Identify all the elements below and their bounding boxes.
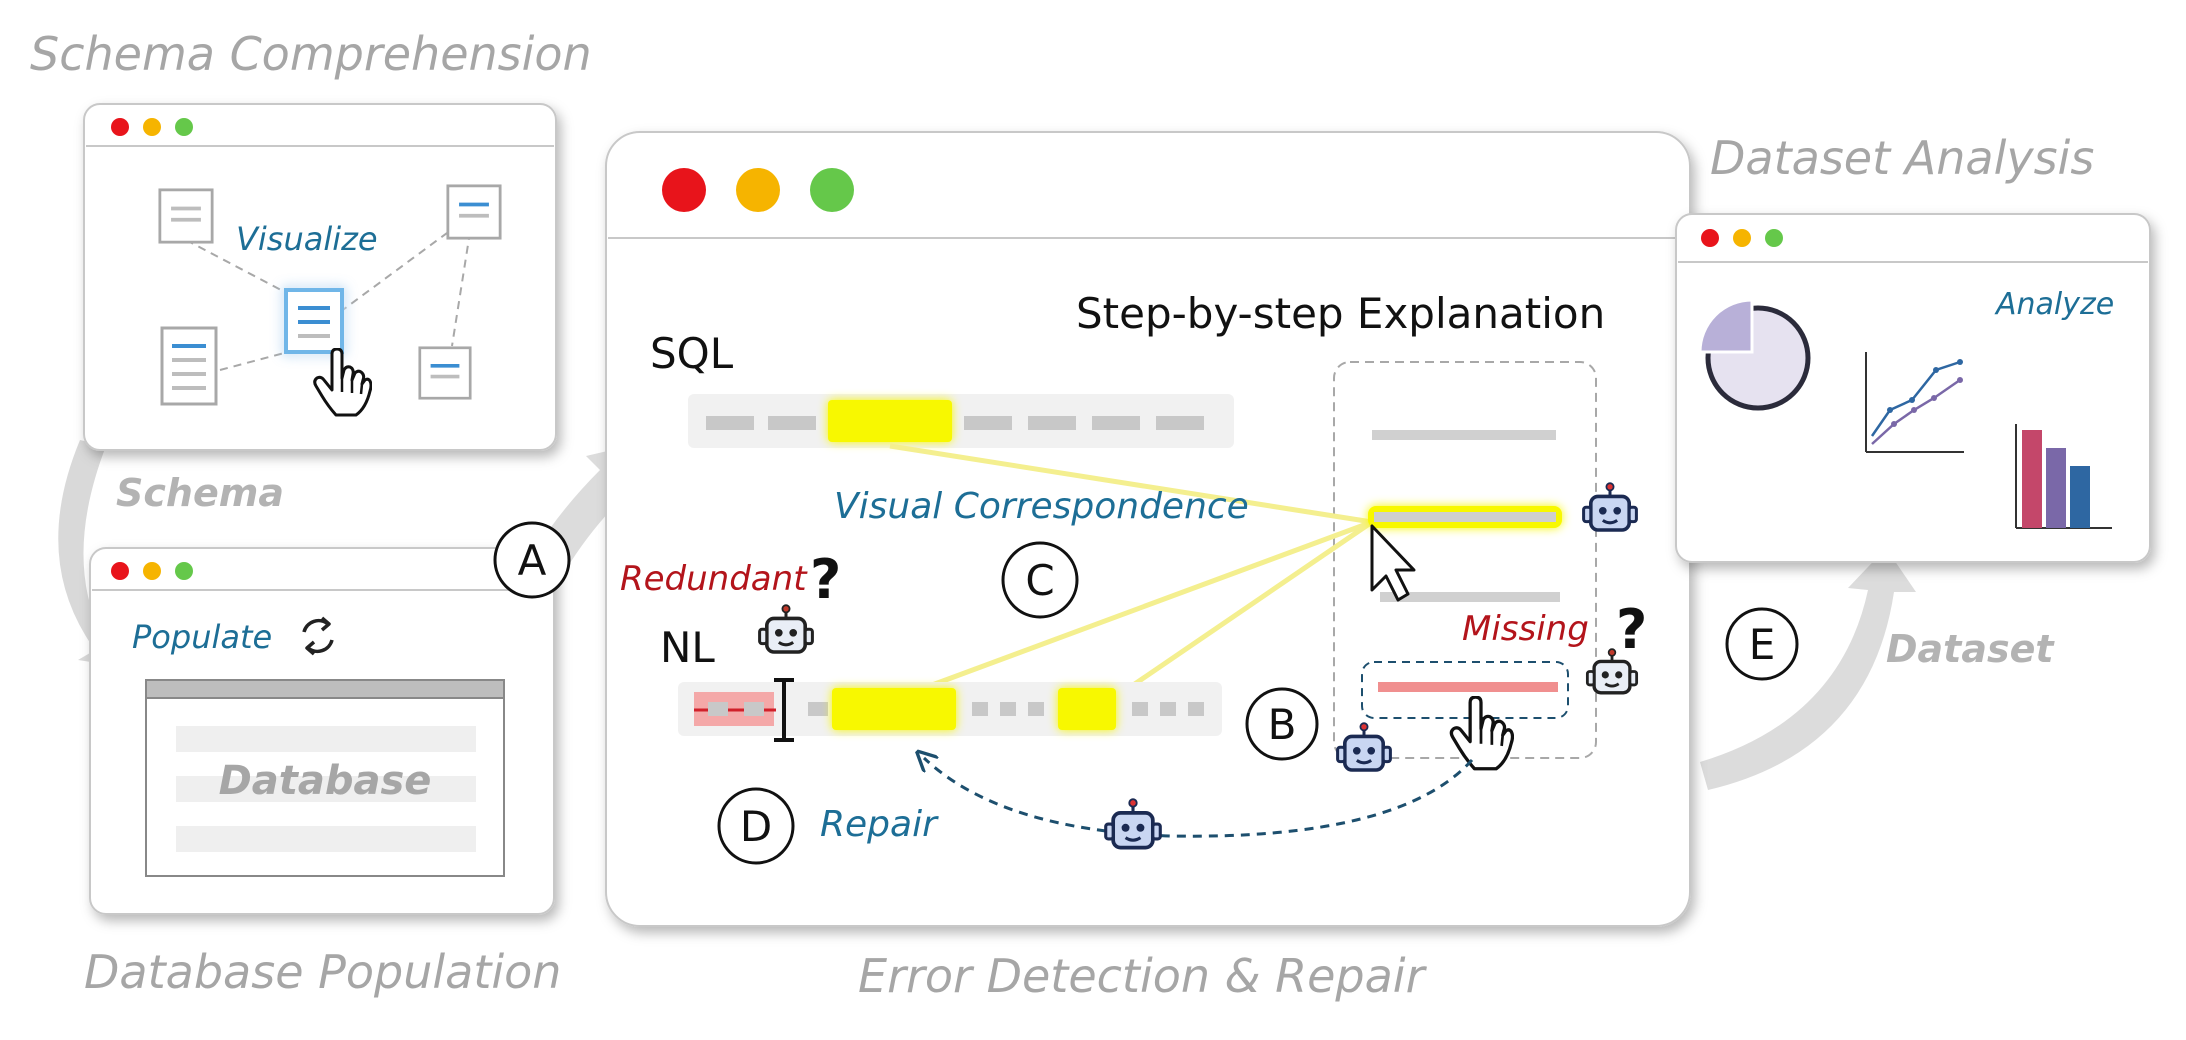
correspondence-lines bbox=[889, 443, 1374, 693]
window-minimize-dot bbox=[143, 562, 161, 580]
repair-arrow bbox=[924, 758, 1474, 838]
window-close-dot bbox=[111, 562, 129, 580]
step-a: A bbox=[493, 521, 571, 599]
svg-text:A: A bbox=[518, 536, 547, 585]
svg-text:C: C bbox=[1025, 556, 1054, 605]
document-icon bbox=[158, 188, 214, 244]
nl-label: NL bbox=[660, 623, 715, 672]
window-close-dot bbox=[662, 168, 706, 212]
window-minimize-dot bbox=[1733, 229, 1751, 247]
redundant-question-mark: ? bbox=[810, 548, 841, 611]
window-minimize-dot bbox=[736, 168, 780, 212]
window-close-dot bbox=[111, 118, 129, 136]
window-maximize-dot bbox=[175, 562, 193, 580]
schema-to-database-arrow bbox=[58, 440, 130, 668]
selected-document-icon[interactable] bbox=[284, 288, 344, 354]
window-close-dot bbox=[1701, 229, 1719, 247]
window-maximize-dot bbox=[175, 118, 193, 136]
explanation-line bbox=[1380, 592, 1560, 602]
mouse-cursor-icon bbox=[1370, 524, 1416, 602]
sql-highlight[interactable] bbox=[828, 400, 952, 442]
main-to-dataset-arrow bbox=[1700, 548, 1916, 790]
pie-chart-icon bbox=[1698, 298, 1811, 411]
visualize-label: Visualize bbox=[236, 220, 378, 258]
analysis-window: Analyze bbox=[1675, 213, 2151, 563]
nl-highlight[interactable] bbox=[1058, 688, 1116, 730]
step-e: E bbox=[1725, 607, 1799, 681]
analyze-label: Analyze bbox=[1994, 287, 2114, 322]
window-maximize-dot bbox=[1765, 229, 1783, 247]
database-label: Database bbox=[219, 758, 432, 804]
step-b: B bbox=[1245, 687, 1319, 761]
text-cursor-icon bbox=[774, 678, 794, 742]
sql-bar bbox=[688, 394, 1234, 448]
title-dataset-analysis: Dataset Analysis bbox=[1710, 131, 2094, 185]
nl-highlight[interactable] bbox=[832, 688, 956, 730]
populate-label: Populate bbox=[132, 618, 272, 656]
sql-label: SQL bbox=[650, 329, 734, 378]
repair-label: Repair bbox=[820, 804, 939, 845]
svg-text:D: D bbox=[740, 802, 772, 851]
missing-label: Missing bbox=[1462, 609, 1589, 649]
database-window: Populate Database bbox=[89, 547, 555, 915]
bar-chart-icon bbox=[2015, 424, 2112, 529]
step-by-step-title: Step-by-step Explanation bbox=[1076, 289, 1605, 338]
line-chart-icon bbox=[1865, 352, 1964, 453]
svg-text:B: B bbox=[1268, 700, 1297, 749]
title-database-population: Database Population bbox=[84, 945, 561, 999]
document-icon bbox=[418, 346, 472, 400]
dataset-label: Dataset bbox=[1886, 627, 2055, 671]
step-d: D bbox=[717, 787, 795, 865]
database-table: Database bbox=[145, 679, 505, 877]
nl-bar bbox=[678, 678, 1222, 742]
schema-window: Visualize bbox=[83, 103, 557, 451]
title-schema-comprehension: Schema Comprehension bbox=[30, 27, 592, 81]
document-icon bbox=[160, 326, 218, 406]
missing-question-mark: ? bbox=[1616, 598, 1647, 661]
explanation-line bbox=[1372, 430, 1556, 440]
window-minimize-dot bbox=[143, 118, 161, 136]
redundant-label: Redundant bbox=[620, 559, 808, 599]
title-error-detection: Error Detection & Repair bbox=[858, 949, 1428, 1003]
svg-text:E: E bbox=[1749, 620, 1776, 669]
visual-correspondence-label: Visual Correspondence bbox=[834, 486, 1249, 527]
step-c: C bbox=[1001, 541, 1079, 619]
schema-label: Schema bbox=[116, 471, 284, 515]
document-icon bbox=[446, 184, 502, 240]
window-maximize-dot bbox=[810, 168, 854, 212]
refresh-icon bbox=[302, 616, 334, 656]
